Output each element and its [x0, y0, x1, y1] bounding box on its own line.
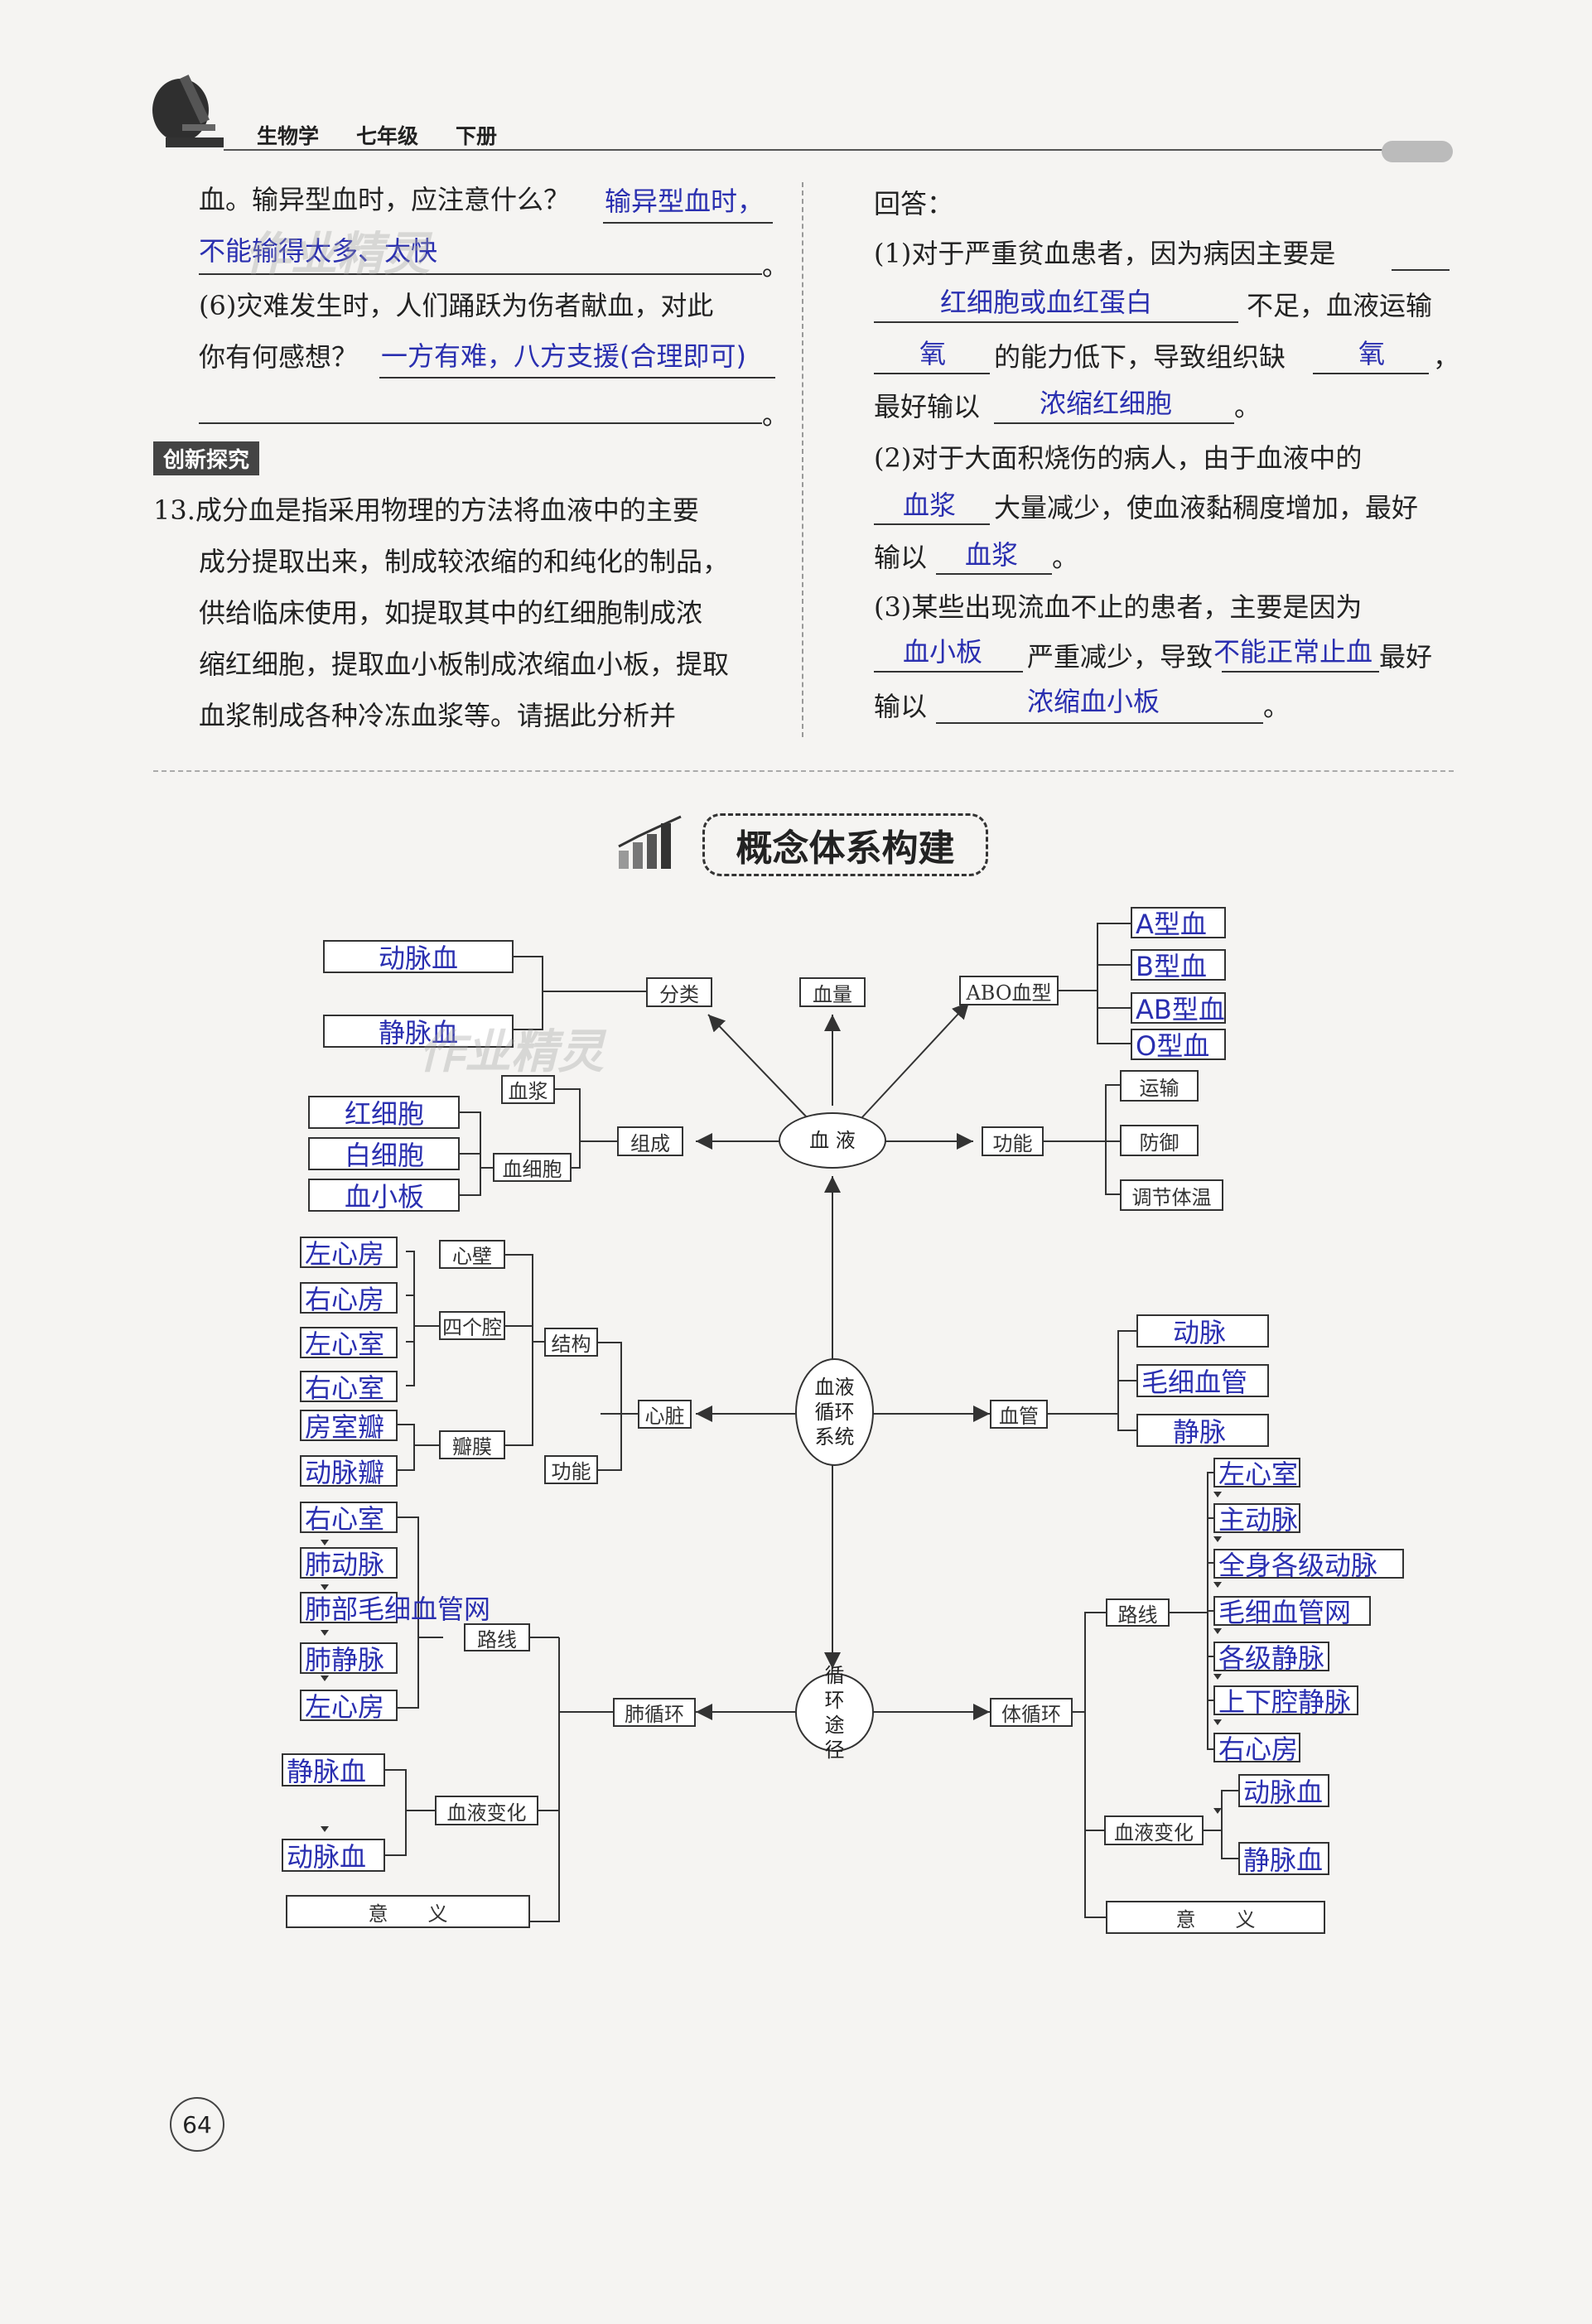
answer-box-platelets: 血小板 [308, 1179, 460, 1212]
answer-box-pulm-route: 肺动脉 [300, 1547, 398, 1579]
node-heart-wall: 心壁 [439, 1240, 505, 1269]
node-abo: ABO血型 [959, 976, 1059, 1005]
answer-box-valve: 动脉瓣 [300, 1455, 398, 1487]
watermark: 作业精灵 [418, 1015, 604, 1082]
node-volume: 血量 [799, 977, 866, 1007]
node-temp: 调节体温 [1120, 1179, 1223, 1211]
answer-box-sys-route: 毛细血管网 [1213, 1596, 1371, 1626]
answer-box-red-cells: 红细胞 [308, 1096, 460, 1129]
node-sys-route: 路线 [1106, 1598, 1170, 1627]
answer-box-valve: 房室瓣 [300, 1410, 398, 1441]
node-transport: 运输 [1120, 1070, 1199, 1102]
node-valves: 瓣膜 [439, 1430, 505, 1459]
answer-box-type-a: A型血 [1131, 907, 1226, 938]
answer-box-capillary: 毛细血管 [1136, 1364, 1269, 1397]
answer-box-pulm-route: 肺静脉 [300, 1642, 398, 1674]
node-circulatory-system: 血液循环系统 [795, 1358, 874, 1466]
answer-box-vein: 静脉 [1136, 1414, 1269, 1447]
page-number: 64 [170, 2097, 224, 2152]
node-four-chambers: 四个腔 [439, 1311, 505, 1340]
node-classify: 分类 [646, 977, 712, 1007]
node-heart: 心脏 [638, 1400, 692, 1429]
node-pulm-change: 血液变化 [435, 1796, 538, 1825]
answer-box-type-o: O型血 [1131, 1029, 1226, 1060]
answer-box-chamber: 右心房 [300, 1282, 398, 1314]
answer-box-pulm-change: 动脉血 [282, 1839, 385, 1872]
answer-box-sys-route: 全身各级动脉 [1213, 1549, 1404, 1579]
answer-box-type-ab: AB型血 [1131, 992, 1226, 1024]
answer-box-sys-change: 静脉血 [1238, 1842, 1329, 1875]
watermark: 作业精灵 [244, 217, 430, 284]
node-circulation-routes: 循环途径 [795, 1673, 874, 1752]
node-pulmonary: 肺循环 [613, 1698, 696, 1727]
answer-box-chamber: 左心室 [300, 1327, 398, 1358]
answer-box-pulm-route: 肺部毛细血管网 [300, 1592, 398, 1623]
node-function: 功能 [982, 1126, 1044, 1156]
node-sys-change: 血液变化 [1104, 1815, 1204, 1845]
answer-box-sys-route: 上下腔静脉 [1213, 1685, 1358, 1715]
answer-box-type-b: B型血 [1131, 949, 1226, 981]
node-pulm-route: 路线 [464, 1623, 530, 1651]
node-structure: 结构 [544, 1328, 598, 1357]
node-defense: 防御 [1120, 1125, 1199, 1156]
answer-box-chamber: 左心房 [300, 1237, 398, 1268]
answer-box-pulm-change: 静脉血 [282, 1753, 385, 1786]
node-pulm-meaning: 意 义 [286, 1895, 530, 1928]
node-blood: 血 液 [779, 1112, 886, 1169]
answer-box-sys-route: 各级静脉 [1213, 1642, 1329, 1671]
answer-box-pulm-route: 右心室 [300, 1502, 398, 1533]
answer-box-sys-route: 左心室 [1213, 1458, 1300, 1487]
node-heart-function: 功能 [544, 1455, 598, 1484]
answer-box-pulm-route: 左心房 [300, 1690, 398, 1721]
node-composition: 组成 [617, 1126, 683, 1156]
node-sys-meaning: 意 义 [1106, 1901, 1325, 1934]
answer-box-sys-route: 主动脉 [1213, 1503, 1300, 1533]
node-blood-cells: 血细胞 [493, 1153, 572, 1182]
node-vessels: 血管 [990, 1400, 1048, 1429]
answer-box-chamber: 右心室 [300, 1371, 398, 1402]
answer-box-sys-change: 动脉血 [1238, 1774, 1329, 1807]
answer-box-white-cells: 白细胞 [308, 1137, 460, 1170]
answer-box-arterial-blood: 动脉血 [323, 940, 514, 973]
node-systemic: 体循环 [990, 1698, 1073, 1727]
answer-box-sys-route: 右心房 [1213, 1733, 1300, 1762]
answer-box-artery: 动脉 [1136, 1314, 1269, 1348]
